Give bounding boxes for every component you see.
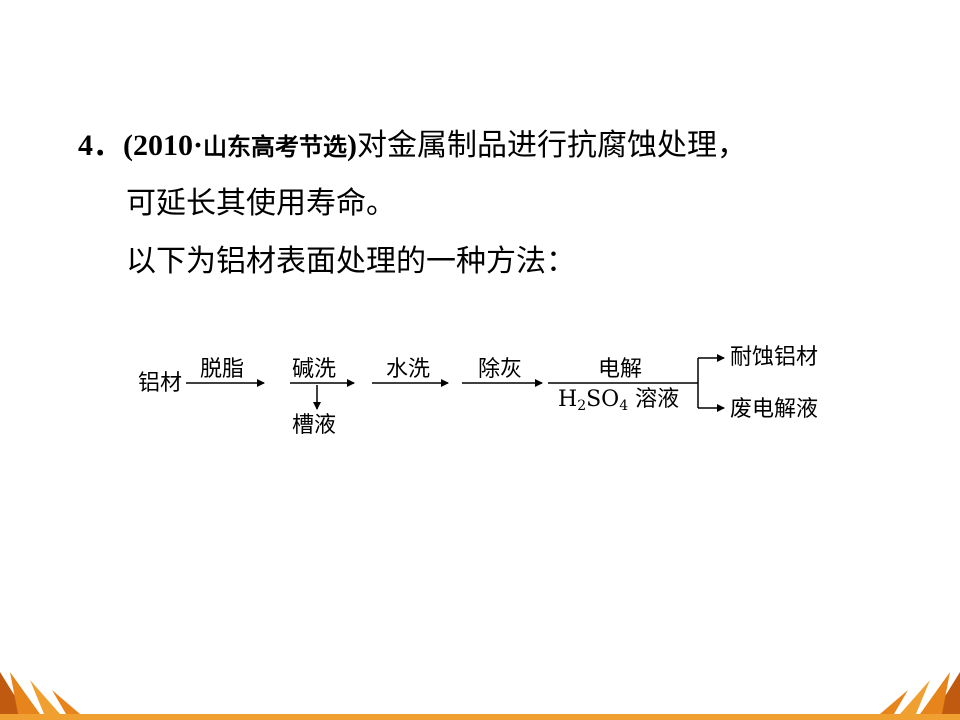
electrolyte-h: H bbox=[558, 387, 578, 412]
flow-step-1: 脱脂 bbox=[200, 357, 245, 382]
flow-product-2: 废电解液 bbox=[730, 397, 819, 422]
question-source-open: (2010· bbox=[123, 129, 203, 162]
question-line-1: 4．(2010·山东高考节选)对金属制品进行抗腐蚀处理， bbox=[78, 128, 747, 165]
flow-step-3: 水洗 bbox=[386, 357, 431, 382]
electrolyte-sub-2: 2 bbox=[577, 398, 587, 414]
flow-start: 铝材 bbox=[138, 371, 183, 396]
question-number: 4． bbox=[78, 129, 123, 162]
flow-step-2: 碱洗 bbox=[292, 357, 337, 382]
question-source-close: ) bbox=[347, 129, 357, 162]
flow-product-1: 耐蚀铝材 bbox=[730, 345, 819, 370]
question-line-2: 可延长其使用寿命。 bbox=[126, 186, 396, 221]
electrolyte-rest: 溶液 bbox=[628, 387, 680, 412]
question-line-3: 以下为铝材表面处理的一种方法： bbox=[126, 244, 576, 279]
electrolyte-sub-4: 4 bbox=[619, 398, 629, 414]
question-source-region: 山东高考节选 bbox=[203, 133, 347, 161]
flow-electrolyte: H2SO4 溶液 bbox=[558, 388, 679, 418]
flow-step-5: 电解 bbox=[598, 357, 643, 382]
flow-waste: 槽液 bbox=[292, 413, 337, 438]
electrolyte-so: SO bbox=[586, 387, 620, 412]
question-line-1-text: 对金属制品进行抗腐蚀处理， bbox=[357, 128, 747, 163]
flow-step-4: 除灰 bbox=[478, 357, 523, 382]
